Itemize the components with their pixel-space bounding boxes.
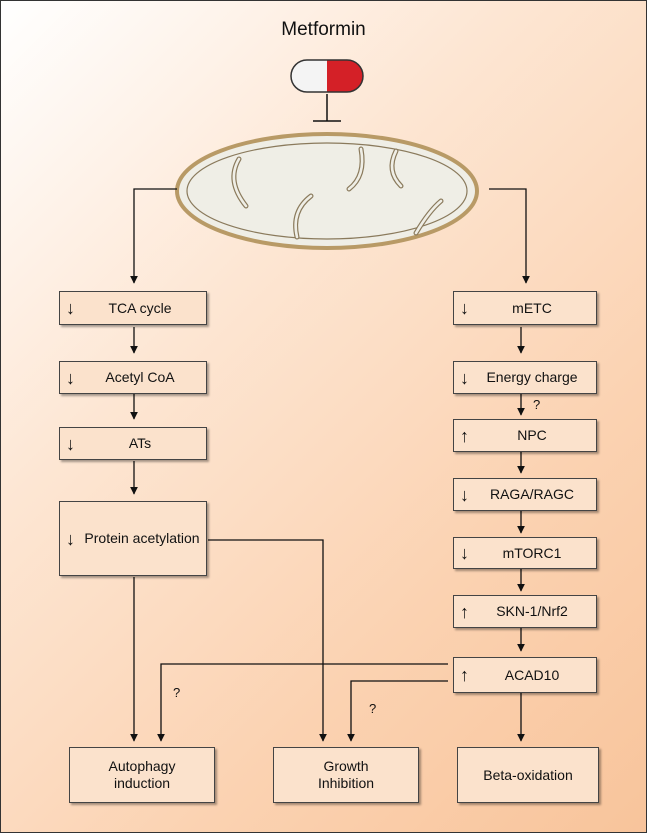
outcome-growth-inhibition: Growth Inhibition	[273, 747, 419, 803]
question-mark: ?	[369, 701, 377, 716]
down-arrow-icon: ↓	[66, 298, 75, 318]
down-arrow-icon: ↓	[460, 367, 469, 388]
arrow-mito-tca	[130, 188, 177, 284]
up-arrow-icon: ↑	[460, 425, 469, 446]
up-arrow-icon: ↑	[460, 601, 469, 622]
arrow-acad10-growth	[347, 680, 448, 742]
outcome-label: Beta-oxidation	[483, 766, 573, 783]
down-arrow-icon: ↓	[460, 543, 469, 563]
outcome-autophagy-induction: Autophagy induction	[69, 747, 215, 803]
node-skn1-nrf2: ↑ SKN-1/Nrf2	[453, 595, 597, 628]
capsule-red-half	[327, 60, 363, 92]
inhibition-symbol	[313, 94, 341, 122]
down-arrow-icon: ↓	[460, 298, 469, 318]
node-label: mETC	[512, 299, 552, 316]
node-npc: ↑ NPC	[453, 419, 597, 452]
node-mtorc1: ↓ mTORC1	[453, 537, 597, 569]
mitochondrion-outer	[175, 132, 479, 250]
node-label: ATs	[128, 435, 152, 451]
node-energy-charge: ↓ Energy charge	[453, 361, 597, 394]
node-protein-acetylation: ↓ Protein acetylation	[59, 501, 207, 576]
outcome-label: Autophagy induction	[108, 758, 176, 791]
node-acetyl-coa: ↓ Acetyl CoA	[59, 361, 207, 394]
arrow-protein-growth	[208, 539, 327, 742]
up-arrow-icon: ↑	[460, 665, 469, 685]
node-tca-cycle: ↓ TCA cycle	[59, 291, 207, 325]
node-label: ACAD10	[504, 666, 560, 683]
node-label: RAGA/RAGC	[489, 486, 574, 502]
mitochondrion-icon	[175, 132, 479, 250]
down-arrow-icon: ↓	[66, 433, 75, 454]
node-label: TCA cycle	[108, 299, 172, 316]
diagram-title: Metformin	[281, 19, 366, 40]
arrow-acad10-autophagy	[157, 663, 448, 742]
down-arrow-icon: ↓	[66, 528, 75, 549]
node-label: mTORC1	[502, 544, 562, 561]
node-label: SKN-1/Nrf2	[496, 603, 568, 619]
question-mark: ?	[533, 397, 541, 412]
node-ats: ↓ ATs	[59, 427, 207, 460]
outcome-label: Growth Inhibition	[317, 758, 375, 791]
node-acad10: ↑ ACAD10	[453, 657, 597, 693]
node-metc: ↓ mETC	[453, 291, 597, 325]
arrow-mito-metc	[489, 188, 530, 284]
outcome-beta-oxidation: Beta-oxidation	[457, 747, 599, 803]
capsule-white-half	[291, 60, 327, 92]
node-label: NPC	[517, 427, 547, 443]
node-raga-ragc: ↓ RAGA/RAGC	[453, 478, 597, 511]
node-label: Energy charge	[486, 369, 578, 385]
node-label: Protein acetylation	[84, 530, 200, 546]
node-label: Acetyl CoA	[105, 369, 175, 385]
question-mark: ?	[173, 685, 181, 700]
down-arrow-icon: ↓	[66, 367, 75, 388]
metformin-capsule-icon	[290, 59, 364, 93]
down-arrow-icon: ↓	[460, 484, 469, 505]
